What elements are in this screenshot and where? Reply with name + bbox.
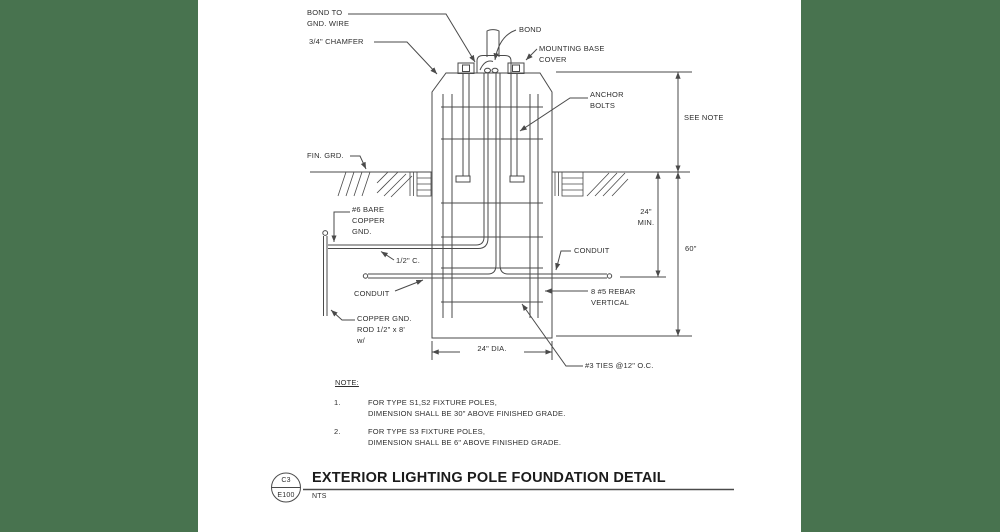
note-2-number: 2. xyxy=(334,427,341,436)
label-dim-24-min: 24" MIN. xyxy=(637,207,655,227)
sheet-ref: E100 xyxy=(277,492,295,499)
detail-id: C3 xyxy=(281,477,291,484)
label-chamfer: 3/4" CHAMFER xyxy=(309,37,364,46)
anchor-bolt-nuts xyxy=(457,62,525,74)
rebar-vertical-bars xyxy=(442,94,539,318)
drawing-scale: NTS xyxy=(312,493,327,500)
label-rebar-vertical: 8 #5 REBAR VERTICAL xyxy=(591,287,636,307)
label-see-note: SEE NOTE xyxy=(684,113,724,122)
drawing-title: EXTERIOR LIGHTING POLE FOUNDATION DETAIL xyxy=(312,470,666,486)
ground-wire xyxy=(328,73,489,249)
label-fin-grd: FIN. GRD. xyxy=(307,151,344,160)
anchor-bolt-shafts xyxy=(455,73,525,183)
label-bond-to-gnd-wire: BOND TO GND. WIRE xyxy=(307,8,350,28)
label-half-inch-conduit: 1/2" C. xyxy=(396,256,421,265)
rebar-ties xyxy=(441,106,543,303)
copper-ground-rod xyxy=(322,230,329,316)
label-conduit-right: CONDUIT xyxy=(574,246,610,255)
label-ties: #3 TIES @12" O.C. xyxy=(585,361,654,370)
label-bare-copper-gnd: #6 BARE COPPER GND. xyxy=(352,205,385,236)
conduit-run xyxy=(362,73,613,279)
label-dim-24-dia: 24" DIA. xyxy=(460,343,524,354)
note-1-text: FOR TYPE S1,S2 FIXTURE POLES, DIMENSION … xyxy=(368,398,566,418)
note-1-number: 1. xyxy=(334,398,341,407)
note-2-text: FOR TYPE S3 FIXTURE POLES, DIMENSION SHA… xyxy=(368,427,562,447)
label-mounting-base-cover: MOUNTING BASE COVER xyxy=(539,44,605,64)
earth-hatch-left xyxy=(337,171,432,198)
pole-shaft xyxy=(486,29,500,57)
label-bond: BOND xyxy=(519,25,542,34)
label-copper-gnd-rod: COPPER GND. ROD 1/2" x 8' w/ xyxy=(357,314,412,345)
green-margin-left xyxy=(0,0,198,532)
earth-hatch-right xyxy=(554,171,629,197)
leader-lines xyxy=(330,13,588,367)
foundation-outline xyxy=(431,72,553,339)
notes-heading: NOTE: xyxy=(335,378,359,387)
foundation-detail-drawing xyxy=(271,13,734,503)
label-dim-60: 60" xyxy=(685,244,697,253)
mounting-base-cover-shape xyxy=(476,55,512,74)
label-conduit-left: CONDUIT xyxy=(354,289,390,298)
title-block-lines xyxy=(271,472,734,503)
green-margin-right xyxy=(801,0,1000,532)
drawing-paper: BOND TO GND. WIRE 3/4" CHAMFER BOND MOUN… xyxy=(198,0,801,532)
label-anchor-bolts: ANCHOR BOLTS xyxy=(590,90,624,110)
